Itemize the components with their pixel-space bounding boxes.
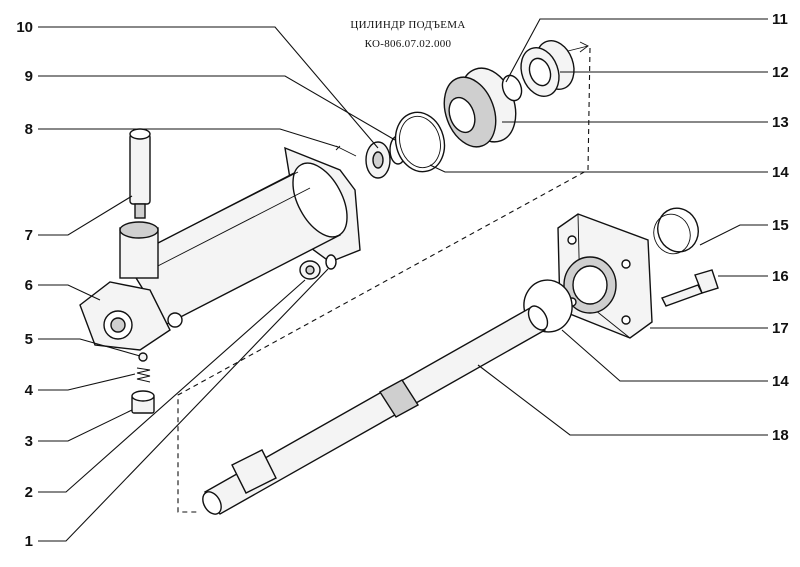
part-5-ball [138, 352, 148, 362]
part-18-rod [202, 305, 549, 515]
callout-3: 3 [25, 433, 33, 450]
callout-5: 5 [25, 331, 33, 348]
leader-7 [38, 195, 133, 236]
callout-7: 7 [25, 227, 33, 244]
callout-8: 8 [25, 121, 33, 138]
leader-1 [38, 268, 329, 542]
leader-9 [38, 75, 396, 141]
leader-2 [38, 279, 306, 493]
diagram-title: ЦИЛИНДР ПОДЪЕМА [350, 19, 465, 31]
leader-10 [38, 26, 379, 149]
callout-15: 15 [772, 217, 789, 234]
part-1-washer [325, 254, 337, 270]
leader-5 [38, 338, 141, 357]
part-14-o-ring-upper [394, 111, 446, 173]
leader-14-lower [561, 329, 768, 382]
callout-14-upper: 14 [772, 164, 789, 181]
leader-4 [38, 373, 136, 391]
callout-4: 4 [25, 382, 34, 399]
part-12-bushing [520, 40, 575, 97]
callout-6: 6 [25, 277, 33, 294]
callout-2: 2 [25, 484, 33, 501]
part-11-ring [501, 74, 523, 102]
leader-3 [38, 409, 133, 442]
callout-14-lower: 14 [772, 373, 789, 390]
leader-15 [699, 224, 768, 246]
part-2-nut [299, 260, 321, 280]
part-6-cylinder-body [79, 146, 361, 351]
leader-8 [38, 128, 339, 148]
drawing-number: КО-806.07.02.000 [365, 38, 452, 50]
part-16-bolt [661, 269, 719, 307]
part-10-castle-nut [365, 141, 391, 179]
part-13-piston [443, 67, 517, 148]
leader-18 [477, 364, 768, 436]
part-7-pin [129, 128, 151, 219]
callout-16: 16 [772, 268, 789, 285]
leader-6 [38, 284, 101, 301]
callout-10: 10 [16, 19, 33, 36]
part-8-small-pin [335, 145, 357, 157]
callout-17: 17 [772, 320, 789, 337]
callout-12: 12 [772, 64, 789, 81]
callout-11: 11 [772, 11, 788, 28]
callout-1: 1 [25, 533, 33, 550]
part-15-ring [653, 207, 699, 255]
part-3-plug [131, 390, 155, 414]
callout-9: 9 [25, 68, 33, 85]
leader-14-upper [429, 164, 768, 173]
callout-13: 13 [772, 114, 789, 131]
part-17-cover [557, 213, 653, 339]
leader-11 [505, 18, 768, 83]
callout-18: 18 [772, 427, 789, 444]
assembly-dashed-line [177, 47, 591, 513]
part-4-spring [136, 367, 151, 383]
